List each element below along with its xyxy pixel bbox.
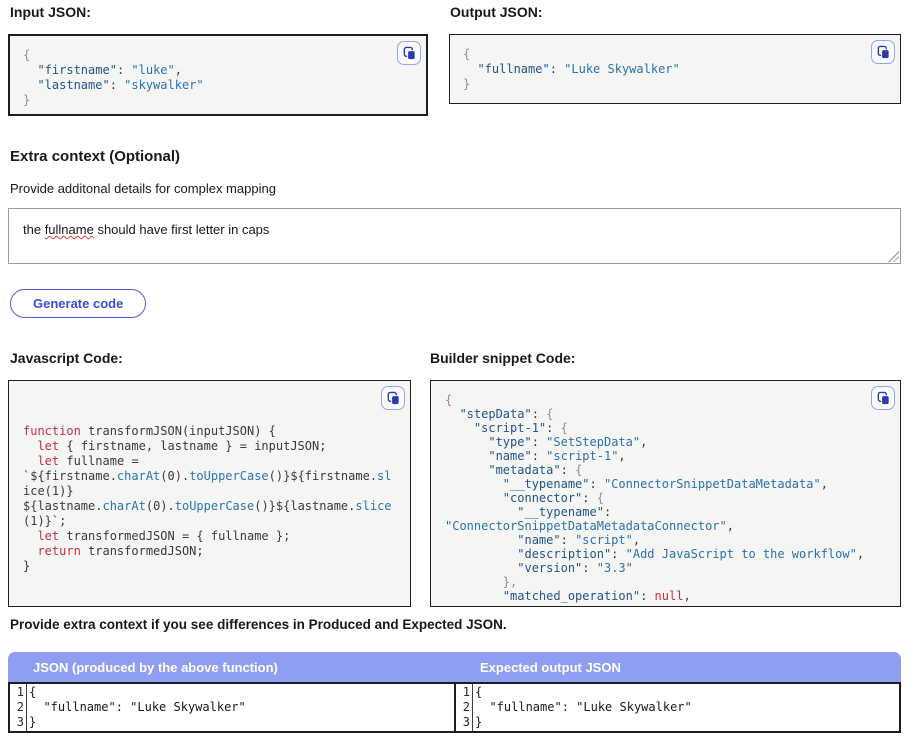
extra-context-heading: Extra context (Optional) — [10, 148, 181, 165]
textarea-resize-handle[interactable] — [888, 251, 899, 262]
input-json-code: { "firstname": "luke", "lastname": "skyw… — [23, 48, 204, 107]
extra-context-text: the fullname should have first letter in… — [23, 222, 270, 237]
copy-input-json-button[interactable] — [397, 41, 421, 65]
expected-json-code: { "fullname": "Luke Skywalker" } — [475, 685, 692, 729]
column-header-expected-json: Expected output JSON — [480, 659, 621, 675]
copy-icon — [386, 391, 401, 406]
produced-json-code: { "fullname": "Luke Skywalker" } — [29, 685, 246, 729]
javascript-code: function transformJSON(inputJSON) { let … — [23, 424, 392, 573]
column-header-produced-json: JSON (produced by the above function) — [33, 659, 278, 675]
copy-icon — [402, 46, 417, 61]
output-json-box: { "fullname": "Luke Skywalker"} — [449, 34, 901, 104]
comparison-table: JSON (produced by the above function) Ex… — [8, 652, 901, 733]
javascript-code-label: Javascript Code: — [10, 350, 123, 366]
input-json-box: { "firstname": "luke", "lastname": "skyw… — [8, 34, 428, 116]
extra-context-input[interactable]: the fullname should have first letter in… — [8, 208, 901, 264]
copy-output-json-button[interactable] — [871, 40, 895, 64]
misspelled-word: fullname — [44, 222, 94, 237]
copy-icon — [876, 391, 891, 406]
output-json-label: Output JSON: — [450, 4, 543, 20]
copy-icon — [876, 45, 891, 60]
comparison-note: Provide extra context if you see differe… — [10, 617, 507, 632]
copy-javascript-button[interactable] — [381, 386, 405, 410]
generate-code-button[interactable]: Generate code — [10, 289, 147, 318]
comparison-table-header: JSON (produced by the above function) Ex… — [8, 652, 901, 682]
input-json-label: Input JSON: — [10, 4, 91, 20]
builder-snippet-code: { "stepData": { "script-1": { "type": "S… — [445, 393, 865, 603]
extra-context-description: Provide additonal details for complex ma… — [10, 181, 276, 196]
copy-builder-snippet-button[interactable] — [871, 386, 895, 410]
output-json-code: { "fullname": "Luke Skywalker"} — [463, 47, 680, 91]
builder-snippet-box: { "stepData": { "script-1": { "type": "S… — [430, 380, 901, 607]
builder-snippet-label: Builder snippet Code: — [430, 350, 576, 366]
javascript-code-box: function transformJSON(inputJSON) { let … — [8, 380, 411, 607]
